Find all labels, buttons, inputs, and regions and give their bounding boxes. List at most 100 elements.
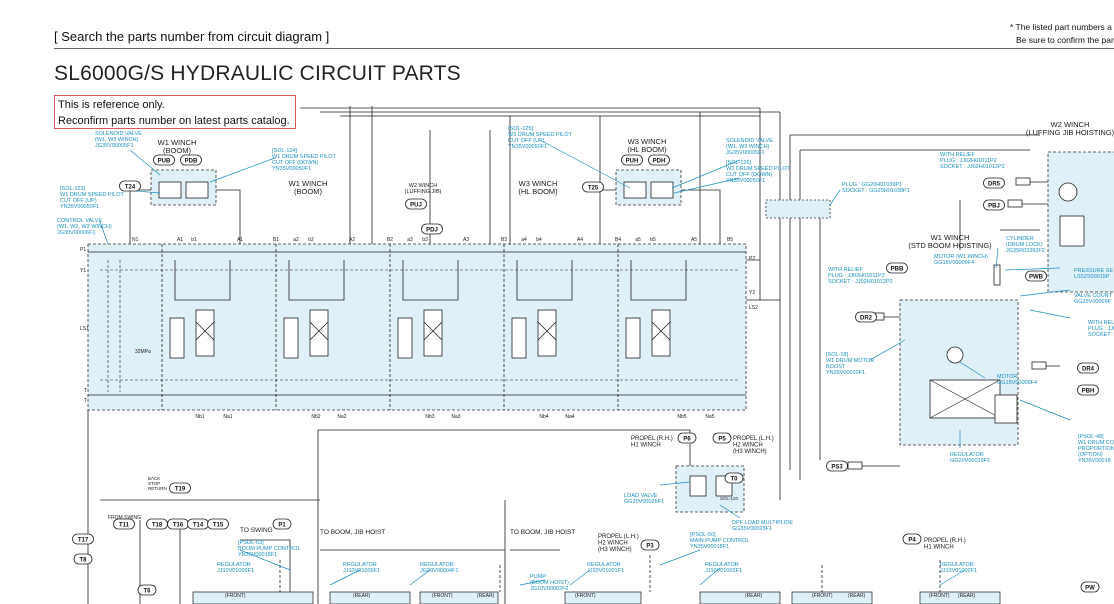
port-pub-badge[interactable]: [153, 154, 175, 166]
port-t17[interactable]: T17: [78, 538, 89, 544]
port-pdj-badge[interactable]: [421, 223, 443, 235]
port-puj[interactable]: PUJ: [410, 203, 422, 209]
dpf-load-label-line1: DPF LOAD MULTIPLIDE: [732, 520, 793, 526]
solenoid-valve-w1w3-label-line2: (W1, W3 WINCH): [95, 137, 139, 143]
pressure-32mpa-label: 32MPa: [135, 349, 151, 355]
port-p6[interactable]: P6: [683, 437, 691, 443]
valve-port-top-20: B5: [727, 237, 733, 243]
port-pwb-badge[interactable]: [1025, 270, 1047, 282]
sol-120-label: SOL-120: [720, 496, 739, 501]
port-t6-badge[interactable]: [137, 584, 157, 596]
sol-124-label-line1: [SOL-124]: [272, 148, 298, 154]
port-ps3[interactable]: PS3: [831, 465, 843, 471]
rear-label-2: (REAR): [477, 593, 495, 599]
port-t15[interactable]: T15: [213, 523, 224, 529]
port-t16[interactable]: T16: [173, 523, 184, 529]
psol-50-label-line1: [PSOL-50]: [690, 532, 716, 538]
psol-48-label-line4: (OPTION): [1078, 452, 1103, 458]
psol-50-label-line3: YN35V00018F1: [690, 544, 729, 550]
port-p3[interactable]: P3: [646, 544, 654, 550]
port-t15-badge[interactable]: [207, 518, 229, 530]
sol-123-label-line1: [SOL-123]: [60, 186, 86, 192]
port-pub[interactable]: PUB: [158, 159, 171, 165]
valve-port-top-14: b4: [536, 237, 542, 243]
port-t11-badge[interactable]: [113, 518, 135, 530]
port-puj-badge[interactable]: [405, 198, 427, 210]
valve-port-bottom-6: Na3: [451, 414, 460, 420]
port-p4[interactable]: P4: [908, 538, 916, 544]
port-pdb-badge[interactable]: [180, 154, 202, 166]
port-t0-badge[interactable]: [724, 472, 744, 484]
port-pw-badge[interactable]: [1080, 581, 1100, 593]
port-pdb[interactable]: PDB: [185, 159, 198, 165]
port-t18[interactable]: T18: [152, 523, 163, 529]
port-dr5[interactable]: DR5: [988, 182, 1001, 188]
regulator-b-label-line2: JJ10V01009F1: [343, 568, 380, 574]
port-p4-badge[interactable]: [902, 533, 922, 545]
port-t6[interactable]: T6: [143, 589, 151, 595]
port-t24[interactable]: T24: [125, 185, 136, 191]
port-t8[interactable]: T8: [79, 558, 87, 564]
sol-18-label-line3: BOOST: [826, 364, 846, 370]
port-pw[interactable]: PW: [1085, 586, 1095, 592]
sol-126-label-line3: CUT OFF (DOWN): [726, 172, 773, 178]
port-t0[interactable]: T0: [730, 477, 738, 483]
port-pbh-badge[interactable]: [1077, 384, 1099, 396]
port-pdj[interactable]: PDJ: [426, 228, 438, 234]
propel-rh-bottom-label-line2: H1 WINCH: [924, 545, 954, 551]
w2-winch-right-label-line1: W2 WINCH: [1051, 120, 1090, 129]
sol-125-label-line3: CUT OFF (UP): [508, 138, 545, 144]
dpf-load-label-line2: GG35V00025F1: [732, 526, 772, 532]
port-pbj-badge[interactable]: [983, 199, 1005, 211]
port-p3-badge[interactable]: [640, 539, 660, 551]
port-pdh[interactable]: PDH: [653, 159, 666, 165]
w3-winch-top-label-line2: (HL BOOM): [627, 145, 667, 154]
port-t14[interactable]: T14: [193, 523, 204, 529]
to-boom-jib-hoist-2-label: TO BOOM, JIB HOIST: [510, 529, 575, 536]
port-t17-badge[interactable]: [72, 533, 94, 545]
valve-port-side-6: P2: [749, 256, 755, 262]
port-pdh-badge[interactable]: [648, 154, 670, 166]
port-ps3-badge[interactable]: [826, 460, 848, 472]
port-dr2[interactable]: DR2: [860, 316, 873, 322]
port-t8-badge[interactable]: [73, 553, 93, 565]
port-puh[interactable]: PUH: [626, 159, 639, 165]
sol-124-label-line4: YN35V00050F1: [272, 166, 311, 172]
port-pwb[interactable]: PWB: [1029, 275, 1044, 281]
port-t25[interactable]: T25: [588, 186, 599, 192]
regulator-e-label-line2: JJ10V01002F1: [705, 568, 742, 574]
port-t19-badge[interactable]: [169, 482, 191, 494]
with-relief-right-label-line1: WITH REL: [1088, 320, 1114, 326]
sol-125-label-line1: [SOL-125]: [508, 126, 534, 132]
port-dr4-badge[interactable]: [1077, 362, 1099, 374]
port-t11[interactable]: T11: [119, 523, 130, 529]
port-pbb-badge[interactable]: [886, 262, 908, 274]
port-p5-badge[interactable]: [712, 432, 732, 444]
port-t19[interactable]: T19: [175, 487, 186, 493]
port-t25-badge[interactable]: [582, 181, 604, 193]
port-p6-badge[interactable]: [677, 432, 697, 444]
port-dr2-badge[interactable]: [855, 311, 877, 323]
valve-port-top-2: b1: [191, 237, 197, 243]
port-dr5-badge[interactable]: [983, 177, 1005, 189]
valve-port-side-2: Y1: [80, 268, 86, 274]
w3-winch-mid-label-line1: W3 WINCH: [519, 179, 558, 188]
port-p5[interactable]: P5: [718, 437, 726, 443]
port-pbb[interactable]: PBB: [891, 267, 904, 273]
from-swing-label: FROM SWING: [108, 515, 141, 521]
port-pbh[interactable]: PBH: [1082, 389, 1095, 395]
valve-port-side-5: T: [84, 398, 87, 404]
propel-rh-label-line2: H1 WINCH: [631, 443, 661, 449]
port-dr4[interactable]: DR4: [1082, 367, 1095, 373]
pump-boom-hoist-label-line2: (BOOM HOIST): [530, 580, 569, 586]
valve-port-side-4: T: [84, 388, 87, 394]
valve-port-bottom-10: Na5: [705, 414, 714, 420]
port-pbj[interactable]: PBJ: [988, 204, 1000, 210]
port-p1[interactable]: P1: [278, 523, 286, 529]
port-t24-badge[interactable]: [119, 180, 141, 192]
port-puh-badge[interactable]: [621, 154, 643, 166]
port-p1-badge[interactable]: [272, 518, 292, 530]
valve-port-bottom-9: Nb5: [677, 414, 686, 420]
regulator-a-label-line2: JJ10V01009F1: [217, 568, 254, 574]
